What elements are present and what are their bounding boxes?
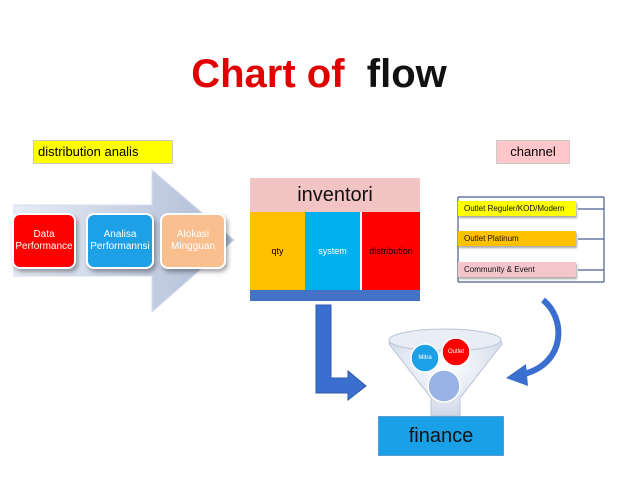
inventory-cell-system: system (305, 212, 360, 290)
process-label-alokasi-mingguan: Alokasi Mingguan (171, 229, 215, 252)
inventory-cell-distribution-label: distribution (369, 246, 413, 256)
channel-to-funnel-arrow (523, 297, 562, 377)
channel-to-funnel-arrowhead (506, 364, 528, 386)
process-label-analisa-performannsi: Analisa Performannsi (90, 229, 150, 252)
inventory-cell-distribution: distribution (362, 212, 420, 290)
process-box-data-performance: Data Performance (12, 213, 76, 269)
funnel-label-mitra: Mitra (418, 355, 432, 361)
inventory-footer-bar (250, 290, 420, 301)
process-label-data-performance: Data Performance (15, 229, 73, 252)
channel-item-community-event: Community & Event (458, 262, 576, 277)
funnel-circle-bottom (427, 369, 461, 403)
channel-tag: channel (496, 140, 570, 164)
page-title: Chart of flow (0, 50, 638, 98)
funnel-circle-mitra (410, 343, 440, 373)
inventory-to-finance-arrow (315, 304, 367, 402)
process-box-alokasi-mingguan: Alokasi Mingguan (160, 213, 226, 269)
inventory-cell-qty-label: qty (271, 246, 284, 256)
inventory-cell-qty: qty (250, 212, 305, 290)
funnel-circle-outlet (441, 337, 471, 367)
distribution-analysis-tag: distribution analis (33, 140, 173, 164)
title-part-2: flow (366, 52, 447, 96)
title-part-1: Chart of (191, 52, 345, 96)
inventory-title: inventori (250, 178, 420, 212)
channel-item-outlet-reguler: Outlet Reguler/KOD/Modern (458, 201, 576, 216)
process-box-analisa-performannsi: Analisa Performannsi (86, 213, 154, 269)
funnel-label-outlet: Outlet (447, 349, 464, 355)
channel-item-outlet-platinum: Outlet Platinum (458, 231, 576, 246)
inventory-cell-system-label: system (318, 246, 347, 256)
finance-box: finance (378, 416, 504, 456)
